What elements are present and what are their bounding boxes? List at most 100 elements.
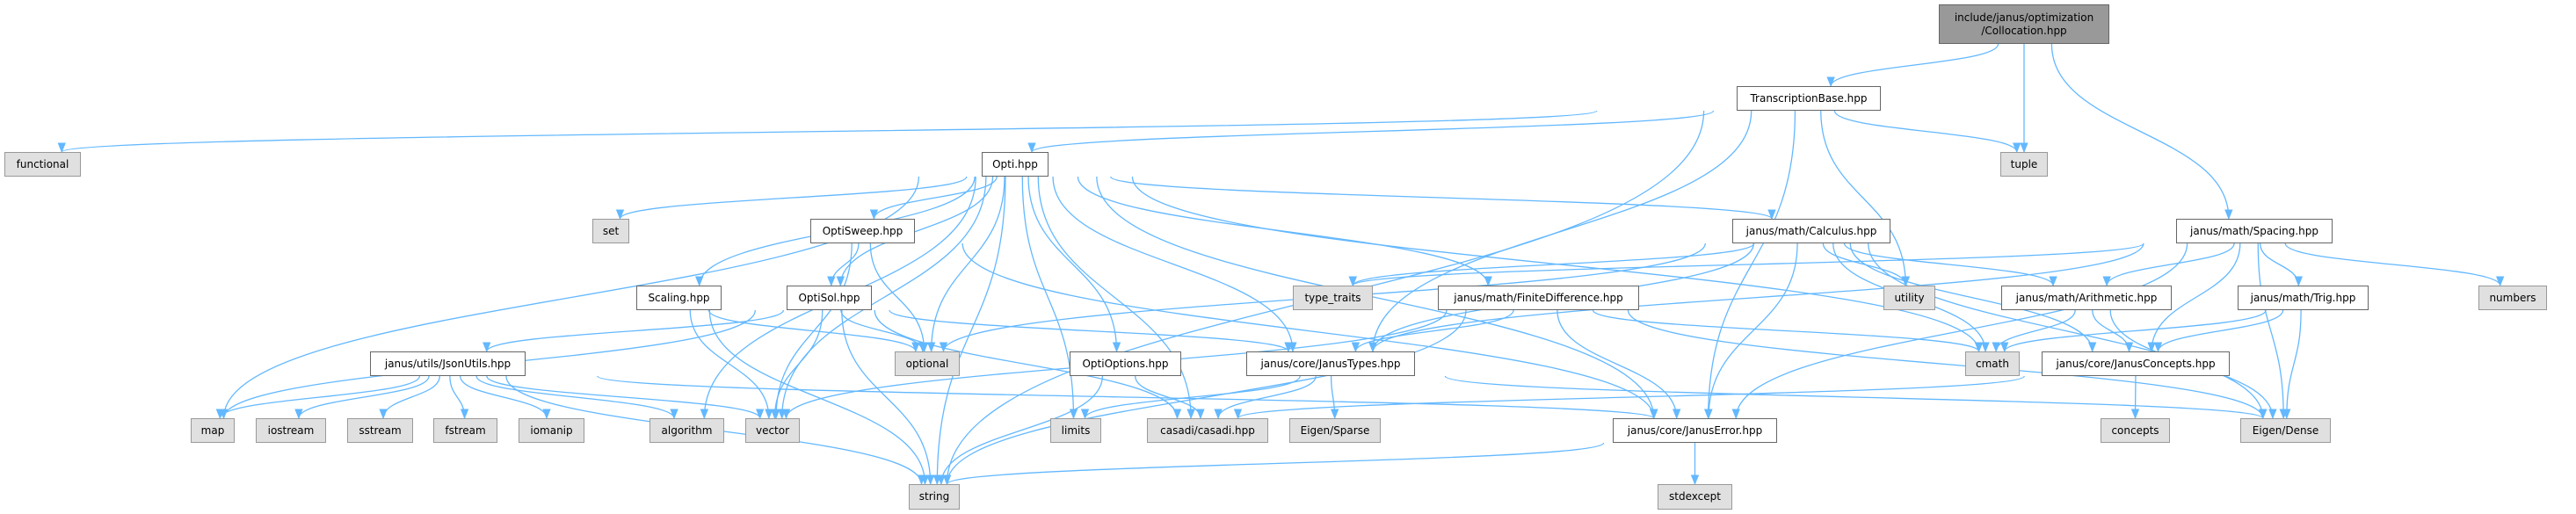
node-januserror[interactable]: janus/core/JanusError.hpp xyxy=(1613,418,1777,443)
edge-finitedifference-to-januserror xyxy=(1556,309,1681,420)
edge-opti-to-calculus xyxy=(1110,176,1776,221)
edge-spacing-to-type_traits xyxy=(1348,243,2144,287)
edge-jsonutils-to-iomanip xyxy=(460,375,551,420)
edge-optisweep-to-januserror xyxy=(961,243,1658,420)
node-iomanip: iomanip xyxy=(519,418,584,443)
edge-transcriptionbase-to-functional xyxy=(58,110,1598,154)
edge-opti-to-januserror xyxy=(1096,176,1658,420)
edge-scaling-to-string xyxy=(708,309,930,486)
node-optioptions[interactable]: OptiOptions.hpp xyxy=(1070,351,1181,376)
node-sstream: sstream xyxy=(347,418,413,443)
edge-optisol-to-jsonutils xyxy=(483,309,785,353)
edge-opti-to-limits xyxy=(1021,176,1078,420)
edge-optioptions-to-casadi xyxy=(1135,375,1205,420)
edge-jsonutils-to-januserror xyxy=(597,375,1658,420)
edge-spacing-to-janusconcepts xyxy=(2147,243,2241,353)
edge-collocation-to-spacing xyxy=(2050,43,2233,221)
edge-opti-to-casadi xyxy=(1037,176,1195,420)
edge-scaling-to-optional xyxy=(707,309,920,353)
edge-opti-to-string xyxy=(932,176,1006,486)
node-concepts: concepts xyxy=(2101,418,2170,443)
edge-optisweep-to-optional xyxy=(869,243,929,353)
node-spacing[interactable]: janus/math/Spacing.hpp xyxy=(2176,219,2333,243)
edge-spacing-to-eigen_dense xyxy=(2257,243,2288,420)
edge-jsonutils-to-algorithm xyxy=(475,375,678,420)
edge-transcriptionbase-to-opti xyxy=(1027,110,1715,154)
node-map: map xyxy=(191,418,235,443)
edge-optisweep-to-optisol xyxy=(827,243,860,287)
node-eigen-sparse: Eigen/Sparse xyxy=(1289,418,1381,443)
edge-arithmetic-to-cmath xyxy=(1992,309,2076,353)
edge-finitedifference-to-janustypes xyxy=(1351,309,1514,353)
edge-janustypes-to-eigen_dense xyxy=(1444,375,2268,420)
edge-jsonutils-to-map xyxy=(215,375,421,420)
edge-optisol-to-casadi xyxy=(874,309,1182,420)
edge-arithmetic-to-janusconcepts xyxy=(2092,309,2134,353)
node-numbers: numbers xyxy=(2478,286,2547,310)
node-trig[interactable]: janus/math/Trig.hpp xyxy=(2238,286,2369,310)
node-janusconcepts[interactable]: janus/core/JanusConcepts.hpp xyxy=(2042,351,2230,376)
edge-spacing-to-arithmetic xyxy=(2102,243,2235,287)
edge-optisol-to-string xyxy=(841,309,935,486)
edge-jsonutils-to-vector xyxy=(486,375,765,420)
edge-finitedifference-to-string xyxy=(942,309,1467,486)
node-janustypes[interactable]: janus/core/JanusTypes.hpp xyxy=(1246,351,1415,376)
edge-opti-to-set xyxy=(615,176,968,221)
edge-jsonutils-to-sstream xyxy=(379,375,440,420)
edge-transcriptionbase-to-tuple xyxy=(1833,110,2021,154)
node-jsonutils[interactable]: janus/utils/JsonUtils.hpp xyxy=(370,351,526,376)
edge-opti-to-optisol xyxy=(836,176,994,287)
node-tuple: tuple xyxy=(2000,152,2048,177)
node-limits: limits xyxy=(1050,418,1101,443)
edge-trig-to-cmath xyxy=(2000,309,2267,353)
node-string: string xyxy=(909,484,960,510)
node-set: set xyxy=(592,219,629,243)
node-optisol[interactable]: OptiSol.hpp xyxy=(787,286,872,310)
edge-januserror-to-string xyxy=(943,442,1605,486)
edge-calculus-to-eigen_dense xyxy=(1868,243,2268,420)
edge-jsonutils-to-fstream xyxy=(449,375,469,420)
node-type-traits: type_traits xyxy=(1293,286,1373,310)
edge-optioptions-to-string xyxy=(937,375,1104,486)
node-functional: functional xyxy=(4,152,81,177)
edge-calculus-to-arithmetic xyxy=(1843,243,2057,287)
edge-calculus-to-janusconcepts xyxy=(1849,243,2097,353)
edge-optisol-to-vector xyxy=(770,309,824,420)
node-optisweep[interactable]: OptiSweep.hpp xyxy=(810,219,915,243)
node-arithmetic[interactable]: janus/math/Arithmetic.hpp xyxy=(2001,286,2172,310)
edge-janusconcepts-to-casadi xyxy=(1234,375,2025,420)
edge-calculus-to-type_traits xyxy=(1348,243,1755,287)
edge-janustypes-to-casadi xyxy=(1214,375,1317,420)
edge-calculus-to-januserror xyxy=(1704,243,1798,420)
node-opti[interactable]: Opti.hpp xyxy=(982,152,1049,177)
edge-optisol-to-janustypes xyxy=(889,309,1293,353)
edge-transcriptionbase-to-utility xyxy=(1820,110,1910,287)
node-fstream: fstream xyxy=(433,418,497,443)
edge-finitedifference-to-eigen_dense xyxy=(1627,309,2268,420)
node-transcriptionbase[interactable]: TranscriptionBase.hpp xyxy=(1737,86,1881,111)
edge-collocation-to-transcriptionbase xyxy=(1826,43,1999,88)
edge-spacing-to-trig xyxy=(2260,243,2303,287)
edge-finitedifference-to-cmath xyxy=(1592,309,1983,353)
edge-opti-to-janustypes xyxy=(1052,176,1297,353)
node-collocation: include/janus/optimization /Collocation.… xyxy=(1939,4,2109,44)
edge-transcriptionbase-to-janustypes xyxy=(1368,110,1752,353)
node-cmath: cmath xyxy=(1965,351,2020,376)
node-vector: vector xyxy=(745,418,800,443)
node-calculus[interactable]: janus/math/Calculus.hpp xyxy=(1732,219,1890,243)
node-iostream: iostream xyxy=(256,418,326,443)
edge-jsonutils-to-iostream xyxy=(294,375,430,420)
node-scaling[interactable]: Scaling.hpp xyxy=(636,286,722,310)
node-stdexcept: stdexcept xyxy=(1658,484,1732,510)
edge-spacing-to-januserror xyxy=(1731,243,2188,420)
node-finitedifference[interactable]: janus/math/FiniteDifference.hpp xyxy=(1438,286,1639,310)
edge-janustypes-to-eigen_sparse xyxy=(1330,375,1339,420)
edge-opti-to-vector xyxy=(778,176,987,420)
edge-spacing-to-numbers xyxy=(2284,243,2505,287)
edge-opti-to-optioptions xyxy=(1027,176,1121,353)
node-optional: optional xyxy=(895,351,960,376)
node-algorithm: algorithm xyxy=(649,418,724,443)
edge-spacing-to-janustypes xyxy=(1368,243,2144,353)
node-utility: utility xyxy=(1883,286,1935,310)
